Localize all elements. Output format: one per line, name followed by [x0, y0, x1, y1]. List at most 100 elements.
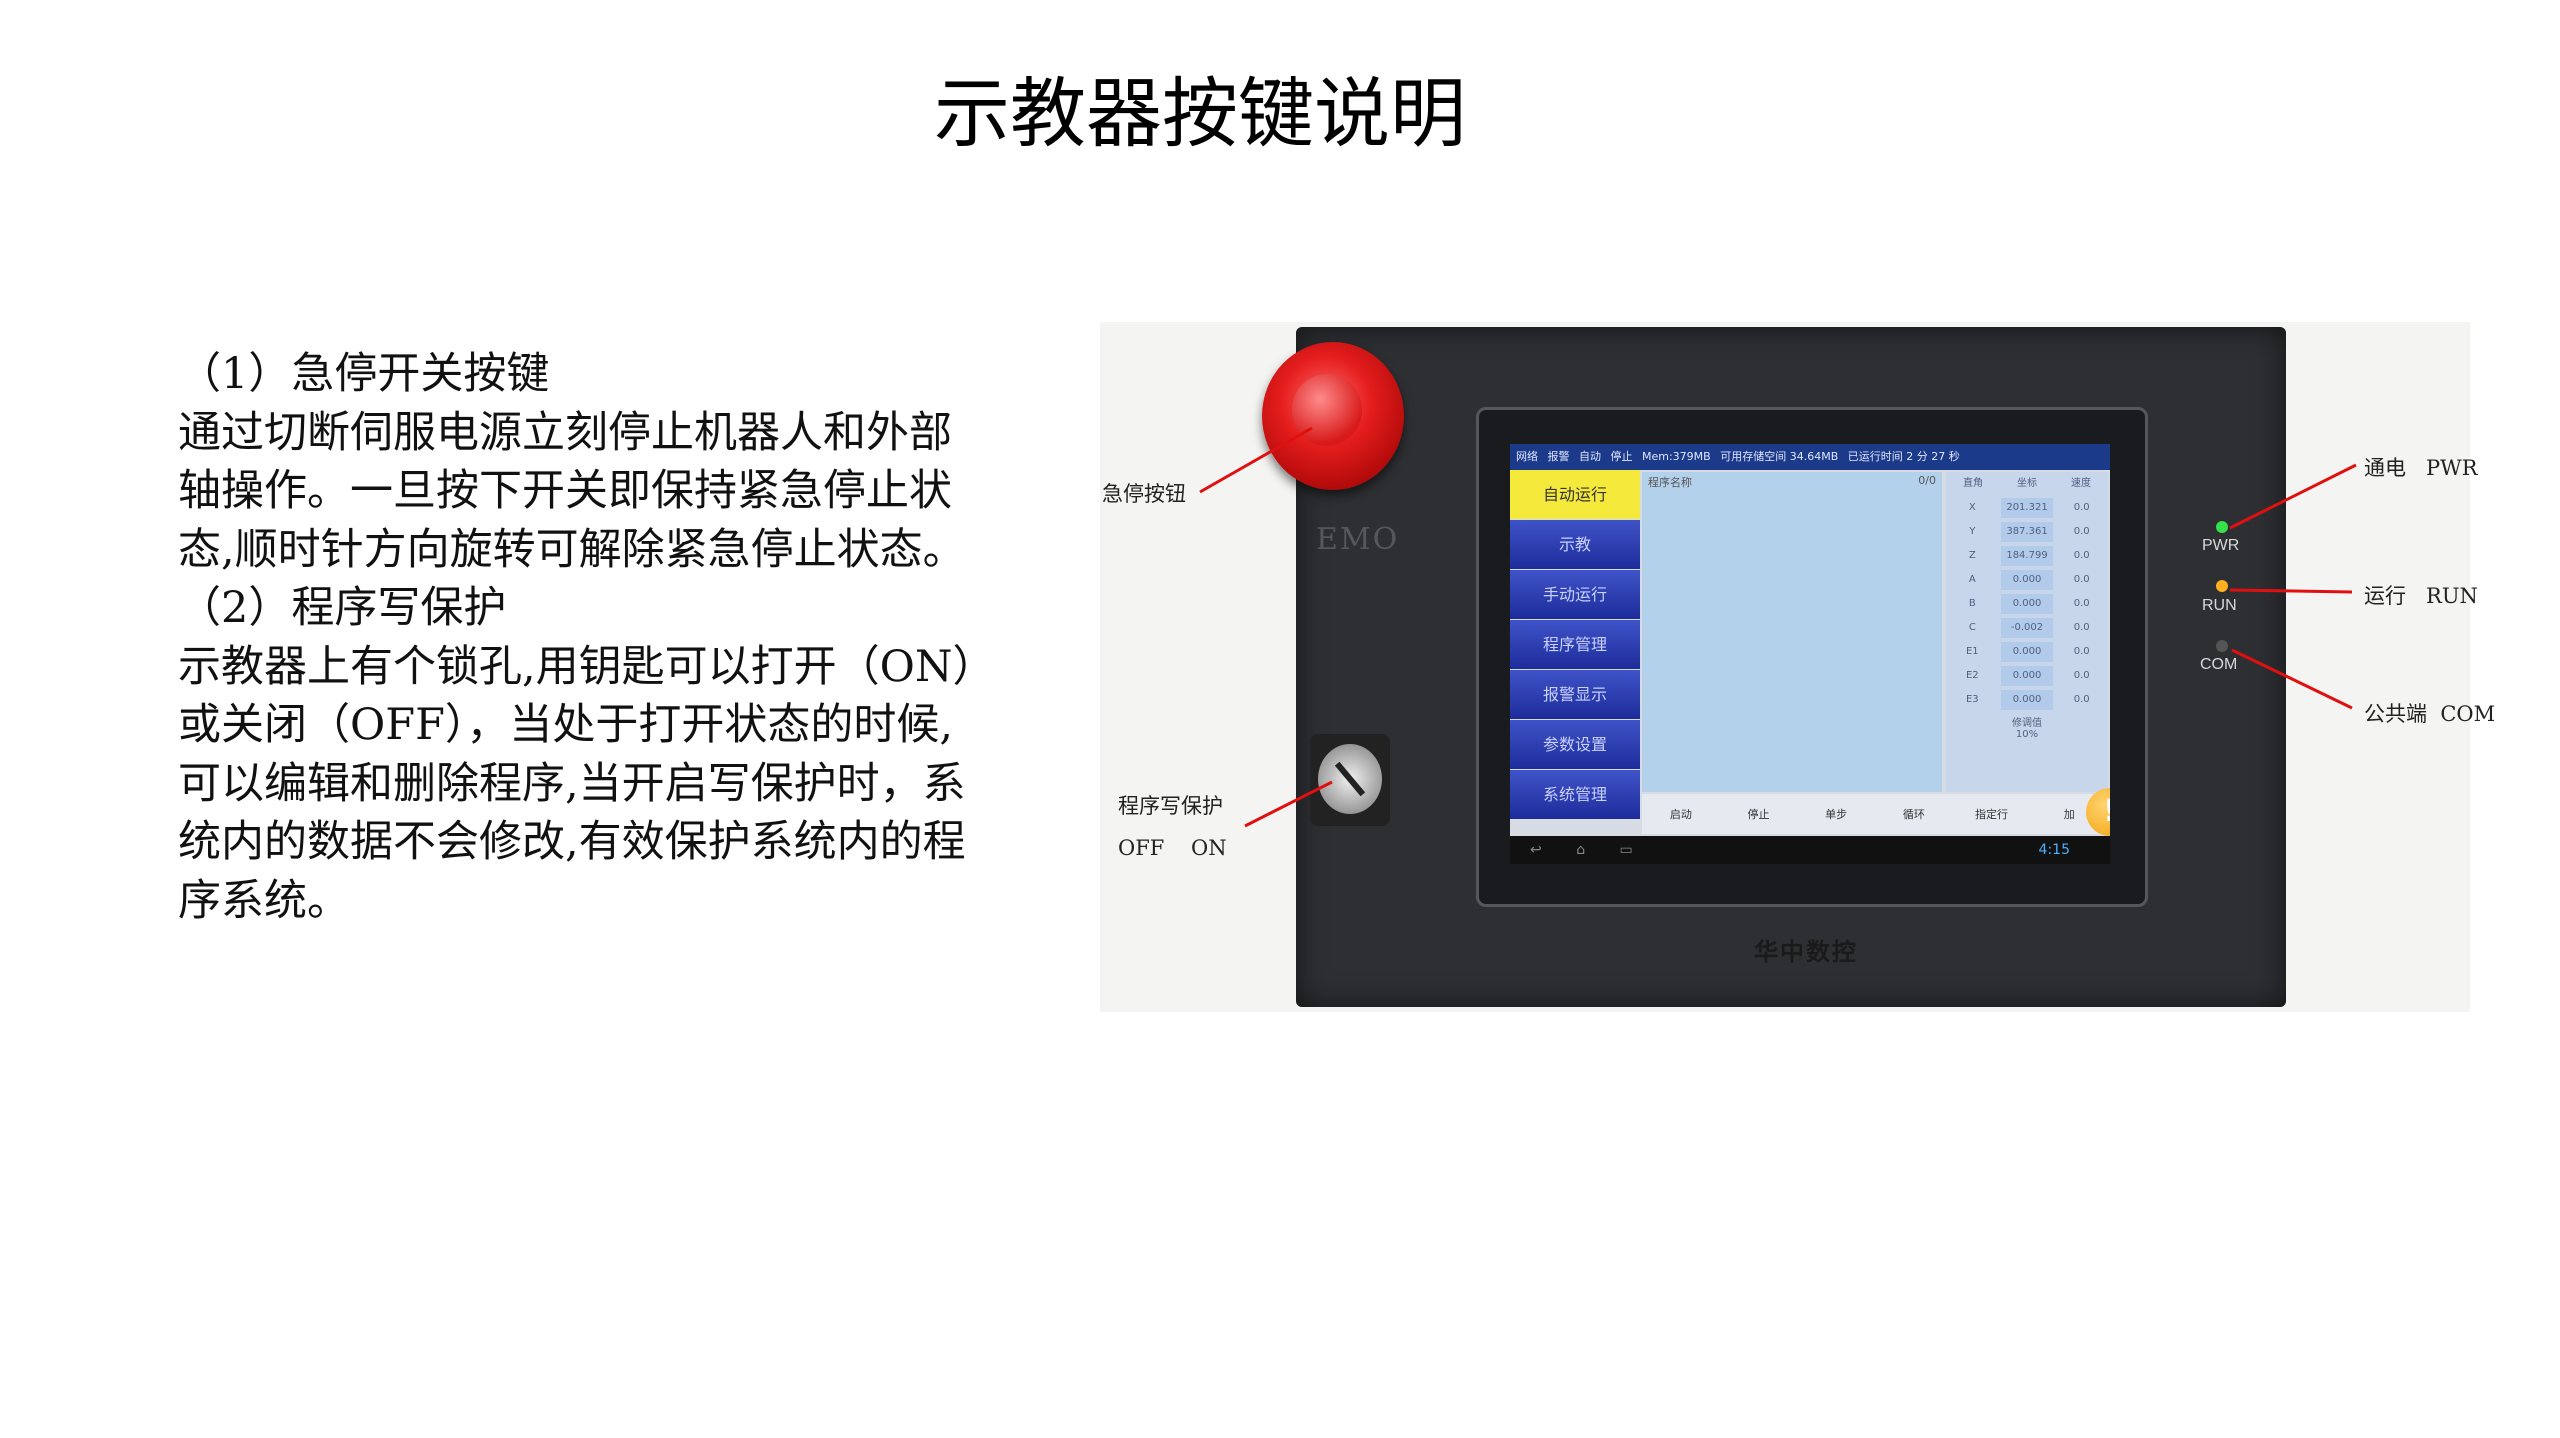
menu-params: 参数设置 [1510, 720, 1640, 769]
screen-status-bar: 网络 报警 自动 停止 Mem:379MB 可用存储空间 34.64MB 已运行… [1510, 444, 2110, 470]
program-count: 0/0 [1918, 474, 1936, 487]
estop-callout-line [1199, 426, 1313, 494]
coord-row: X 201.321 0.0 [1946, 496, 2108, 520]
screen-step-button: 单步 [1825, 808, 1848, 821]
body-line: 或关闭（OFF），当处于打开状态的时候, [178, 700, 954, 750]
body-line: 示教器上有个锁孔,用钥匙可以打开（ON） [178, 641, 996, 692]
coord-cell: 387.361 [2000, 522, 2054, 542]
menu-alarm: 报警显示 [1510, 670, 1640, 719]
menu-auto-run: 自动运行 [1510, 470, 1640, 519]
coord-header: 坐标 [2017, 478, 2037, 489]
heading-write-protect: （2）程序写保护 [178, 583, 507, 633]
com-callout: 公共端 COM [2364, 702, 2496, 726]
com-led [2216, 640, 2228, 652]
coord-cell: E1 [1965, 646, 1979, 657]
coord-cell: 0.0 [2073, 550, 2090, 561]
com-led-label: COM [2200, 656, 2238, 673]
screen-start-button: 启动 [1669, 808, 1692, 821]
key-switch [1310, 734, 1390, 826]
estop-callout: 急停按钮 [1102, 482, 1186, 506]
body-text: （1）急停开关按键 通过切断伺服电源立刻停止机器人和外部 轴操作。一旦按下开关即… [178, 345, 1078, 930]
write-protect-callout-line [1244, 780, 1333, 828]
coord-header: 速度 [2071, 478, 2091, 489]
override-value: 10% [2015, 729, 2039, 740]
coord-row: E1 0.000 0.0 [1946, 640, 2108, 664]
screen-bottom-bar: 启动 停止 单步 循环 指定行 加 [1642, 794, 2108, 834]
status-mem: Mem:379MB [1642, 450, 1711, 463]
run-callout: 运行 RUN [2364, 584, 2478, 608]
android-nav-bar: ↩ ⌂ ▭ 4:15 [1510, 836, 2110, 864]
pwr-led-label: PWR [2202, 537, 2240, 554]
override-label: 修调值 [2012, 718, 2042, 729]
coord-cell: 0.000 [2000, 642, 2054, 662]
com-callout-line [2231, 648, 2353, 710]
screen-add-button: 加 [2063, 808, 2075, 821]
status-alarm: 报警 [1547, 450, 1570, 463]
body-line: 统内的数据不会修改,有效保护系统内的程 [178, 817, 966, 867]
run-led [2216, 580, 2228, 592]
coord-cell: X [1968, 502, 1976, 513]
coord-cell: 0.0 [2073, 598, 2090, 609]
coord-cell: Y [1969, 526, 1976, 537]
coord-row: Y 387.361 0.0 [1946, 520, 2108, 544]
coord-cell: 0.0 [2073, 574, 2090, 585]
brand-logo: 华中数控 [1754, 938, 1858, 966]
coord-cell: E3 [1965, 694, 1979, 705]
coord-cell: Z [1968, 550, 1976, 561]
coord-cell: B [1968, 598, 1976, 609]
coord-cell: 0.0 [2073, 646, 2090, 657]
status-state: 停止 [1610, 450, 1633, 463]
coord-cell: -0.002 [2000, 618, 2054, 638]
pwr-callout: 通电 PWR [2364, 456, 2478, 480]
menu-manual: 手动运行 [1510, 570, 1640, 619]
run-led-label: RUN [2202, 597, 2237, 614]
menu-program: 程序管理 [1510, 620, 1640, 669]
body-line: 通过切断伺服电源立刻停止机器人和外部 [178, 407, 952, 458]
override: 修调值 10% [1946, 714, 2108, 740]
coord-cell: 0.0 [2073, 502, 2090, 513]
emo-label: EMO [1316, 522, 1400, 557]
program-area: 程序名称 0/0 [1642, 472, 1942, 792]
coord-cell: 0.0 [2073, 622, 2090, 633]
coord-cell: 0.000 [2000, 594, 2054, 614]
menu-teach: 示教 [1510, 520, 1640, 569]
coord-cell: E2 [1965, 670, 1979, 681]
coord-header: 直角 [1963, 478, 1983, 489]
body-line: 态,顺时针方向旋转可解除紧急停止状态。 [178, 524, 966, 575]
pwr-led [2216, 521, 2228, 533]
pendant-screen: 网络 报警 自动 停止 Mem:379MB 可用存储空间 34.64MB 已运行… [1510, 444, 2110, 864]
coord-cell: 0.0 [2073, 526, 2090, 537]
home-icon: ⌂ [1576, 842, 1586, 858]
emergency-stop-button [1262, 342, 1404, 490]
body-line: 序系统。 [178, 875, 350, 926]
coord-cell: 184.799 [2000, 546, 2054, 566]
write-protect-callout: 程序写保护 [1118, 794, 1223, 818]
off-on-callout: OFF ON [1118, 836, 1227, 860]
status-mode: 自动 [1579, 450, 1601, 463]
pwr-callout-line [2229, 463, 2357, 530]
coord-header-row: 直角 坐标 速度 [1946, 472, 2108, 496]
screen-goto-line-button: 指定行 [1975, 808, 2009, 821]
menu-system: 系统管理 [1510, 770, 1640, 819]
coord-row: B 0.000 0.0 [1946, 592, 2108, 616]
slide-title: 示教器按键说明 [934, 69, 1466, 158]
screen-loop-button: 循环 [1902, 808, 1925, 821]
status-storage: 可用存储空间 34.64MB [1720, 450, 1839, 463]
run-callout-line [2229, 588, 2353, 594]
back-icon: ↩ [1530, 842, 1542, 858]
body-line: 可以编辑和删除程序,当开启写保护时，系 [178, 758, 966, 809]
coord-cell: 201.321 [2000, 498, 2054, 518]
coord-row: Z 184.799 0.0 [1946, 544, 2108, 568]
coord-cell: 0.0 [2073, 670, 2090, 681]
screen-menu: 自动运行 示教 手动运行 程序管理 报警显示 参数设置 系统管理 [1510, 470, 1640, 820]
coord-cell: 0.000 [2000, 570, 2054, 590]
key-lock-icon [1318, 744, 1382, 814]
program-name-label: 程序名称 [1648, 476, 1692, 489]
body-line: 轴操作。一旦按下开关即保持紧急停止状 [178, 466, 952, 516]
